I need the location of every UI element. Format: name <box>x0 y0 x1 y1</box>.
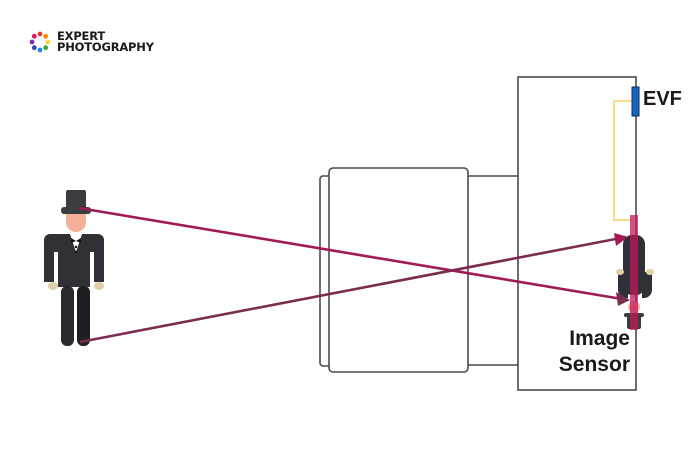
evf-wire <box>613 100 632 221</box>
evf-display <box>631 86 640 117</box>
evf-label: EVF <box>643 88 682 110</box>
sensor-label-line-1: Image <box>569 327 630 350</box>
image-sensor <box>630 215 638 330</box>
ray-top <box>78 206 629 302</box>
light-rays <box>78 206 629 344</box>
logo-wordmark: EXPERT PHOTOGRAPHY <box>57 29 154 54</box>
image-sensor-label: Image Sensor <box>556 326 630 378</box>
ray-bottom <box>79 235 627 344</box>
expert-photography-logo: EXPERT PHOTOGRAPHY <box>29 29 154 54</box>
subject-figure-icon <box>44 190 104 346</box>
arrowhead-bottom <box>614 233 628 246</box>
logo-line-1: EXPERT <box>57 29 105 43</box>
lens-barrel <box>319 167 518 373</box>
logo-line-2: PHOTOGRAPHY <box>57 40 154 54</box>
sensor-label-line-2: Sensor <box>558 353 630 376</box>
logo-ring-icon <box>29 31 51 53</box>
arrowhead-top <box>616 292 630 306</box>
